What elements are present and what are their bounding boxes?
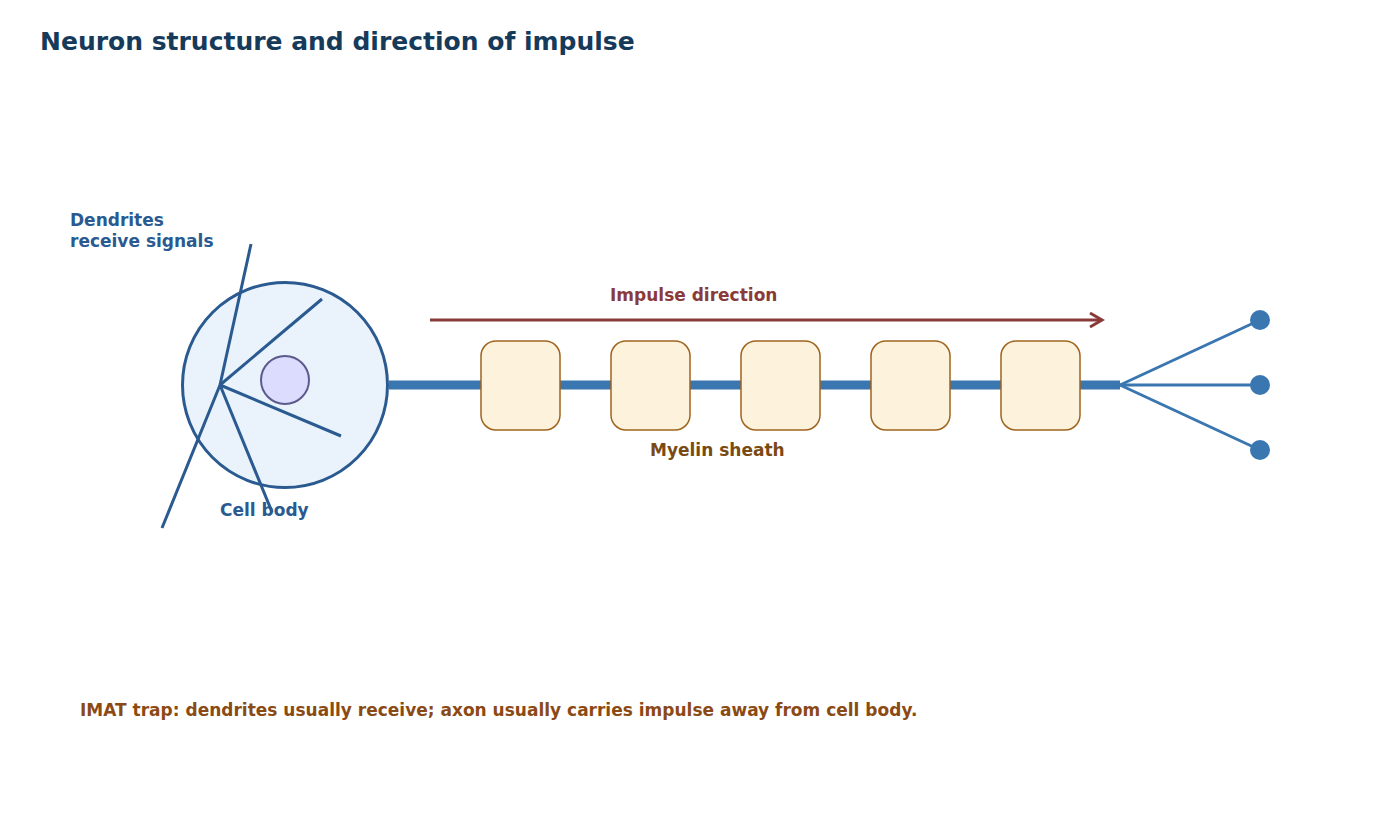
dendrite (162, 385, 220, 528)
axon-terminal (1120, 384, 1260, 387)
diagram-title: Neuron structure and direction of impuls… (40, 26, 635, 57)
trap-note: IMAT trap: dendrites usually receive; ax… (80, 700, 917, 721)
myelin-label: Myelin sheath (650, 440, 785, 461)
myelin-segment (611, 341, 690, 430)
nucleus (261, 356, 309, 404)
impulse-arrow (430, 319, 1100, 322)
terminal-bulb (1250, 310, 1270, 330)
cell-membrane (183, 283, 388, 488)
terminal-bulb (1250, 375, 1270, 395)
axon-terminal (1120, 320, 1260, 385)
arrow-head (1090, 313, 1102, 327)
myelin-segment (871, 341, 950, 430)
cell-body-label: Cell body (220, 500, 309, 521)
dendrite-label: Dendrites receive signals (70, 210, 235, 253)
dendrite (220, 299, 322, 385)
impulse-label: Impulse direction (610, 285, 777, 306)
myelin-segment (1001, 341, 1080, 430)
dendrite (220, 385, 272, 512)
myelin-segment (741, 341, 820, 430)
axon-terminal (1120, 385, 1260, 450)
myelin-segment (481, 341, 560, 430)
terminal-bulb (1250, 440, 1270, 460)
